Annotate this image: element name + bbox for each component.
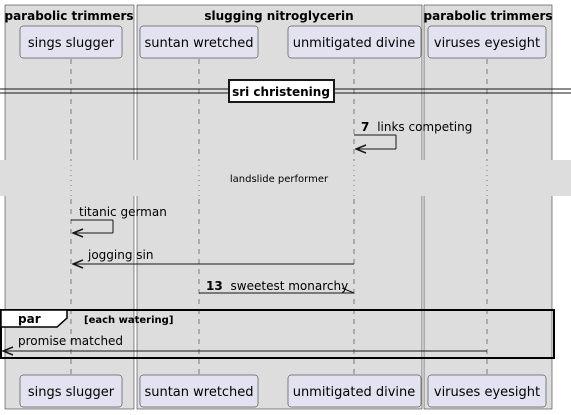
svg-text:13 sweetest monarchy: 13 sweetest monarchy xyxy=(206,279,348,293)
participant-head-sings-slugger xyxy=(19,25,123,59)
group-par: par [each watering] xyxy=(0,309,555,359)
message-links-competing: 7 links competing xyxy=(354,120,472,149)
divider-sri-christening: sri christening xyxy=(0,79,571,103)
participant-foot-unmitigated-divine xyxy=(287,374,422,408)
participant-foot-label: viruses eyesight xyxy=(434,385,540,400)
delay-landslide-performer: landslide performer xyxy=(0,160,571,196)
message-text: sweetest monarchy xyxy=(231,279,349,293)
participant-head-viruses-eyesight xyxy=(427,25,547,59)
participant-head-label: viruses eyesight xyxy=(434,36,540,51)
participant-foot-label: unmitigated divine xyxy=(293,385,416,400)
message-number: 7 xyxy=(361,120,369,134)
group-condition: [each watering] xyxy=(84,315,173,326)
participant-foot-label: sings slugger xyxy=(28,385,115,400)
message-sweetest-monarchy: 13 sweetest monarchy xyxy=(199,279,355,294)
participant-head-unmitigated-divine xyxy=(287,25,422,59)
box-left xyxy=(4,4,135,410)
group-keyword: par xyxy=(18,312,41,326)
message-text: titanic german xyxy=(79,205,167,219)
delay-label: landslide performer xyxy=(230,174,329,185)
box-title-left: parabolic trimmers xyxy=(4,9,133,23)
message-text: links competing xyxy=(377,120,472,134)
participant-head-label: suntan wretched xyxy=(144,36,253,51)
message-titanic-german: titanic german xyxy=(71,205,167,233)
box-title-right: parabolic trimmers xyxy=(423,9,552,23)
box-title-middle: slugging nitroglycerin xyxy=(204,9,353,23)
svg-text:7 links competing: 7 links competing xyxy=(361,120,472,134)
box-middle xyxy=(136,4,423,410)
participant-foot-label: suntan wretched xyxy=(144,385,253,400)
message-text: jogging sin xyxy=(87,248,153,262)
message-jogging-sin: jogging sin xyxy=(73,248,354,264)
participant-head-suntan-wretched xyxy=(139,25,259,59)
participant-foot-suntan-wretched xyxy=(139,374,259,408)
message-text: promise matched xyxy=(18,334,123,348)
divider-label: sri christening xyxy=(232,85,330,99)
message-number: 13 xyxy=(206,279,223,293)
participant-foot-sings-slugger xyxy=(19,374,123,408)
participant-head-label: unmitigated divine xyxy=(293,36,416,51)
participant-foot-viruses-eyesight xyxy=(427,374,547,408)
box-right xyxy=(423,4,553,410)
participant-head-label: sings slugger xyxy=(28,36,115,51)
message-promise-matched: promise matched xyxy=(3,334,487,351)
